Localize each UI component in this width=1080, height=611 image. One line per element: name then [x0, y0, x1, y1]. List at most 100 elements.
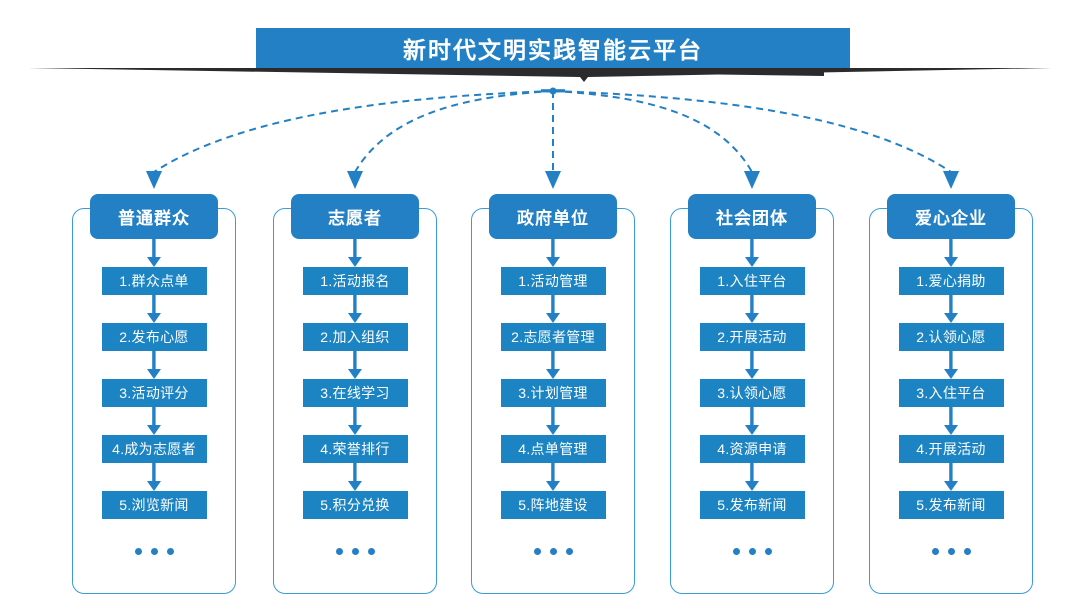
item-label: 2.加入组织 — [320, 329, 390, 345]
item-box-volunteer-3[interactable]: 3.在线学习 — [302, 379, 408, 407]
flow-arrow-public-4 — [72, 463, 236, 491]
connector-to-public — [153, 90, 554, 173]
flow-arrow-government-2 — [471, 351, 635, 379]
item-label: 5.浏览新闻 — [119, 497, 189, 513]
platform-title-text: 新时代文明实践智能云平台 — [403, 37, 703, 63]
flow-arrow-social-group-2 — [670, 351, 834, 379]
item-box-public-1[interactable]: 1.群众点单 — [101, 267, 207, 295]
item-box-volunteer-1[interactable]: 1.活动报名 — [302, 267, 408, 295]
flow-arrow-enterprise-3 — [869, 407, 1033, 435]
item-box-social-group-1[interactable]: 1.入住平台 — [699, 267, 805, 295]
item-box-volunteer-2[interactable]: 2.加入组织 — [302, 323, 408, 351]
item-box-public-3[interactable]: 3.活动评分 — [101, 379, 207, 407]
ellipsis-dot — [732, 547, 740, 555]
item-box-enterprise-5[interactable]: 5.发布新闻 — [898, 491, 1004, 519]
arrowhead-volunteer — [347, 171, 363, 189]
column-header-social-group[interactable]: 社会团体 — [688, 194, 816, 239]
item-box-government-1[interactable]: 1.活动管理 — [500, 267, 606, 295]
column-items-public: 1.群众点单 2.发布心愿 3.活动评分 4.成为志愿者 5.浏览新闻 — [72, 239, 236, 571]
column-items-social-group: 1.入住平台 2.开展活动 3.认领心愿 4.资源申请 5.发布新闻 — [670, 239, 834, 571]
item-label: 4.点单管理 — [518, 441, 588, 457]
column-volunteer: 志愿者 1.活动报名 2.加入组织 3.在线学习 4.荣誉排行 5.积分兑换 — [273, 194, 437, 594]
item-box-social-group-5[interactable]: 5.发布新闻 — [699, 491, 805, 519]
ellipsis-dot — [367, 547, 375, 555]
ellipsis-dot — [963, 547, 971, 555]
column-header-public[interactable]: 普通群众 — [90, 194, 218, 239]
item-box-social-group-4[interactable]: 4.资源申请 — [699, 435, 805, 463]
item-label: 4.资源申请 — [717, 441, 787, 457]
ellipsis-dot — [764, 547, 772, 555]
item-box-enterprise-2[interactable]: 2.认领心愿 — [898, 323, 1004, 351]
item-box-social-group-3[interactable]: 3.认领心愿 — [699, 379, 805, 407]
item-box-government-5[interactable]: 5.阵地建设 — [500, 491, 606, 519]
connector-hub-bar — [541, 89, 565, 93]
ellipsis-dot — [565, 547, 573, 555]
ellipsis-dot — [150, 547, 158, 555]
flow-arrow-government-3 — [471, 407, 635, 435]
platform-title-banner: 新时代文明实践智能云平台 — [256, 28, 850, 68]
column-header-volunteer[interactable]: 志愿者 — [291, 194, 419, 239]
item-label: 1.入住平台 — [717, 273, 787, 289]
connector-to-volunteer — [354, 90, 554, 173]
item-label: 5.发布新闻 — [717, 497, 787, 513]
flow-arrow-enterprise-2 — [869, 351, 1033, 379]
flow-arrow-social-group-1 — [670, 295, 834, 323]
ellipsis-dot — [549, 547, 557, 555]
flow-arrow-public-2 — [72, 351, 236, 379]
item-box-public-5[interactable]: 5.浏览新闻 — [101, 491, 207, 519]
flow-arrow-social-group-0 — [670, 239, 834, 267]
column-header-label: 志愿者 — [328, 209, 382, 228]
flow-arrow-social-group-3 — [670, 407, 834, 435]
flow-arrow-government-0 — [471, 239, 635, 267]
flow-arrow-social-group-4 — [670, 463, 834, 491]
item-label: 4.荣誉排行 — [320, 441, 390, 457]
item-box-social-group-2[interactable]: 2.开展活动 — [699, 323, 805, 351]
more-items-ellipsis-government[interactable] — [471, 531, 635, 571]
ellipsis-dot — [748, 547, 756, 555]
column-header-government[interactable]: 政府单位 — [489, 194, 617, 239]
more-items-ellipsis-enterprise[interactable] — [869, 531, 1033, 571]
column-social-group: 社会团体 1.入住平台 2.开展活动 3.认领心愿 4.资源申请 5.发布新闻 — [670, 194, 834, 594]
arrowhead-enterprise — [943, 171, 959, 189]
more-items-ellipsis-volunteer[interactable] — [273, 531, 437, 571]
flow-arrow-public-3 — [72, 407, 236, 435]
item-label: 3.计划管理 — [518, 385, 588, 401]
more-items-ellipsis-social-group[interactable] — [670, 531, 834, 571]
item-box-volunteer-5[interactable]: 5.积分兑换 — [302, 491, 408, 519]
item-label: 5.积分兑换 — [320, 497, 390, 513]
item-box-volunteer-4[interactable]: 4.荣誉排行 — [302, 435, 408, 463]
item-box-public-2[interactable]: 2.发布心愿 — [101, 323, 207, 351]
item-box-government-3[interactable]: 3.计划管理 — [500, 379, 606, 407]
column-header-label: 普通群众 — [118, 209, 190, 228]
item-label: 1.爱心捐助 — [916, 273, 986, 289]
column-header-label: 爱心企业 — [915, 209, 987, 228]
item-box-enterprise-4[interactable]: 4.开展活动 — [898, 435, 1004, 463]
ellipsis-dot — [947, 547, 955, 555]
arrowhead-government — [545, 171, 561, 189]
flow-arrow-public-0 — [72, 239, 236, 267]
ellipsis-dot — [533, 547, 541, 555]
item-box-enterprise-1[interactable]: 1.爱心捐助 — [898, 267, 1004, 295]
column-header-enterprise[interactable]: 爱心企业 — [887, 194, 1015, 239]
connector-to-social-group — [552, 90, 753, 173]
ellipsis-dot — [931, 547, 939, 555]
item-label: 3.认领心愿 — [717, 385, 787, 401]
item-label: 2.认领心愿 — [916, 329, 986, 345]
item-box-public-4[interactable]: 4.成为志愿者 — [101, 435, 207, 463]
column-items-volunteer: 1.活动报名 2.加入组织 3.在线学习 4.荣誉排行 5.积分兑换 — [273, 239, 437, 571]
flow-arrow-public-1 — [72, 295, 236, 323]
more-items-ellipsis-public[interactable] — [72, 531, 236, 571]
column-enterprise: 爱心企业 1.爱心捐助 2.认领心愿 3.入住平台 4.开展活动 5.发布新闻 — [869, 194, 1033, 594]
ellipsis-dot — [351, 547, 359, 555]
item-box-government-4[interactable]: 4.点单管理 — [500, 435, 606, 463]
ellipsis-dot — [335, 547, 343, 555]
flow-arrow-enterprise-4 — [869, 463, 1033, 491]
item-box-government-2[interactable]: 2.志愿者管理 — [500, 323, 606, 351]
ellipsis-dot — [166, 547, 174, 555]
item-box-enterprise-3[interactable]: 3.入住平台 — [898, 379, 1004, 407]
item-label: 3.入住平台 — [916, 385, 986, 401]
column-government: 政府单位 1.活动管理 2.志愿者管理 3.计划管理 4.点单管理 5.阵地建设 — [471, 194, 635, 594]
column-items-enterprise: 1.爱心捐助 2.认领心愿 3.入住平台 4.开展活动 5.发布新闻 — [869, 239, 1033, 571]
item-label: 5.阵地建设 — [518, 497, 588, 513]
